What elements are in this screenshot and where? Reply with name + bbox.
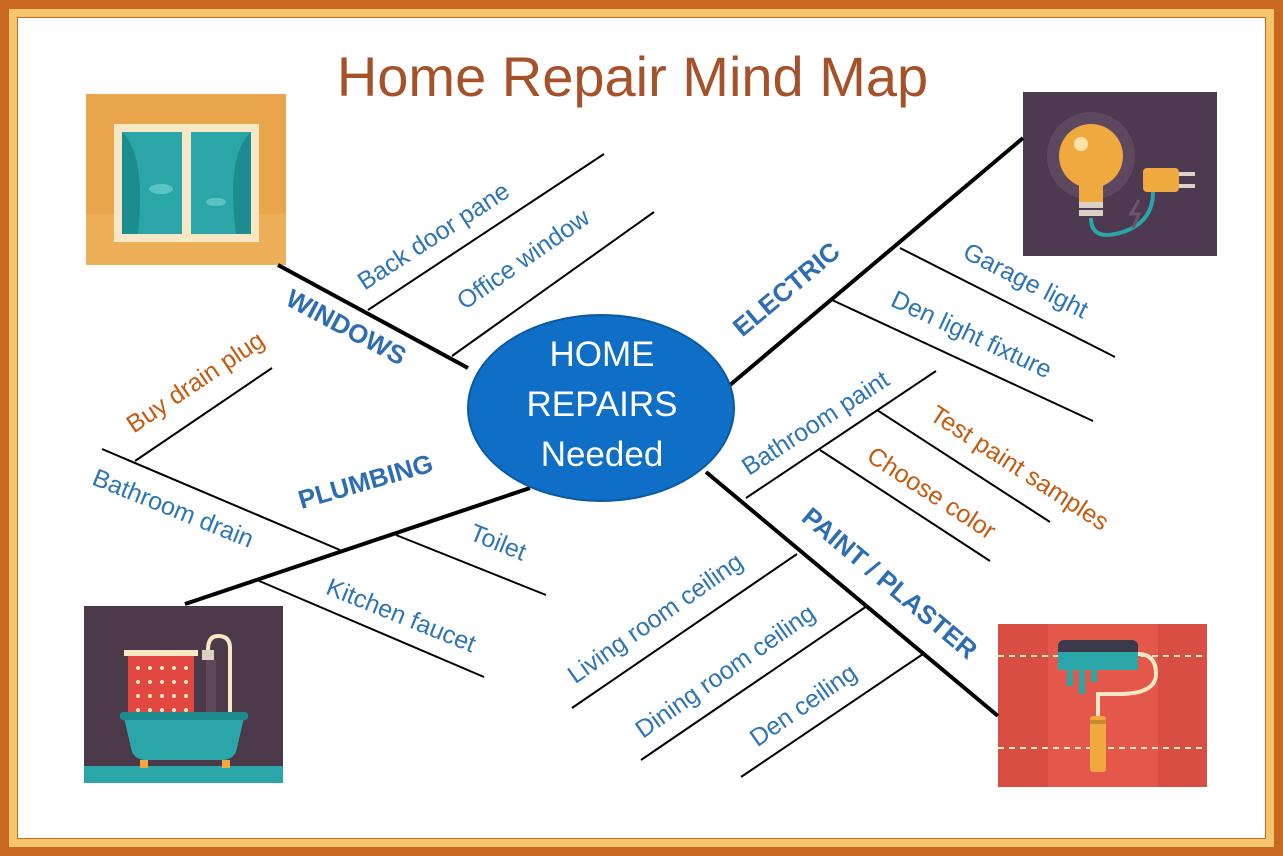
plumbing-spine xyxy=(184,486,531,606)
branch-line-choose-color xyxy=(819,449,991,562)
windows-spine xyxy=(277,263,469,370)
center-node xyxy=(467,314,735,502)
window-icon xyxy=(86,94,286,265)
item-buy-drain-plug: Buy drain plug xyxy=(121,326,269,439)
branch-label-electric: ELECTRIC xyxy=(727,236,846,343)
branch-line-back-door-pane xyxy=(367,153,605,311)
center-line-3: Needed xyxy=(540,435,664,474)
branch-line-test-paint-samples xyxy=(876,409,1051,523)
branch-line-buy-drain-plug xyxy=(134,367,273,462)
paint-roller-icon xyxy=(998,624,1207,787)
item-bathroom-drain: Bathroom drain xyxy=(89,464,258,554)
light-bulb-plug-icon xyxy=(1023,92,1217,256)
branch-line-garage-light xyxy=(899,247,1116,358)
center-node-text: HOME REPAIRS Needed xyxy=(470,330,734,480)
inner-frame xyxy=(9,9,1274,847)
item-toilet: Toilet xyxy=(466,519,531,567)
branch-line-kitchen-faucet xyxy=(256,579,485,678)
electric-spine xyxy=(728,136,1025,387)
item-kitchen-faucet: Kitchen faucet xyxy=(322,573,479,658)
branch-line-den-ceiling xyxy=(740,653,924,778)
branch-label-paint-plaster: PAINT / PLASTER xyxy=(796,501,983,665)
branch-line-toilet xyxy=(395,534,547,596)
bathtub-icon xyxy=(84,606,283,783)
page-title: Home Repair Mind Map xyxy=(336,45,929,108)
center-line-1: HOME xyxy=(549,335,655,374)
branch-line-bathroom-paint xyxy=(745,370,937,499)
center-line-2: REPAIRS xyxy=(526,385,678,424)
branch-line-den-light-fixture xyxy=(831,299,1094,422)
branch-line-dining-room-ceiling xyxy=(640,605,868,761)
item-den-ceiling: Den ceiling xyxy=(745,659,862,753)
branch-line-bathroom-drain xyxy=(101,448,341,551)
branch-line-living-room-ceiling xyxy=(571,553,798,709)
item-den-light-fixture: Den light fixture xyxy=(887,285,1056,384)
frame-inner-line xyxy=(17,17,1266,839)
branch-label-plumbing: PLUMBING xyxy=(295,448,437,515)
branch-line-office-window xyxy=(451,211,655,357)
paint-spine xyxy=(704,470,1000,718)
